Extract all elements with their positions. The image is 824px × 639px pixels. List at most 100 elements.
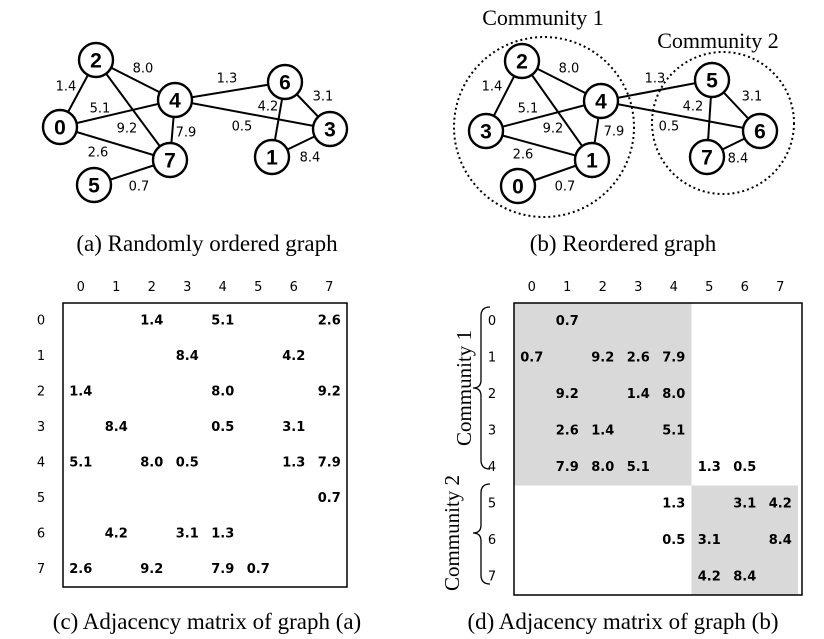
graph-a-node-label-0: 0	[54, 117, 66, 140]
matrix-b-shaded-block-2	[691, 485, 798, 595]
graph-b-node-label-6: 6	[754, 121, 766, 144]
matrix-b-cell-6-7: 8.4	[769, 533, 792, 548]
matrix-a-border	[62, 302, 348, 588]
matrix-b-cell-5-6: 3.1	[733, 496, 756, 511]
matrix-b-row-label-3: 3	[488, 423, 496, 438]
caption-graph-b: (b) Reordered graph	[530, 231, 717, 256]
matrix-a-row-label-6: 6	[37, 526, 45, 541]
matrix-a-col-label-5: 5	[254, 280, 262, 295]
matrix-a-cell-6-3: 3.1	[176, 526, 199, 541]
graph-b-edge-weight-4-5: 1.3	[645, 72, 666, 87]
matrix-a-cell-3-4: 0.5	[211, 420, 234, 435]
graph-a-edge-weight-5-7: 0.7	[129, 180, 150, 195]
community-1-label: Community 1	[482, 5, 604, 30]
matrix-a-cell-2-7: 9.2	[318, 384, 341, 399]
graph-b-edge-4-5	[600, 79, 713, 102]
community-2-brace	[472, 483, 491, 585]
graph-a-edge-4-6	[174, 81, 286, 101]
matrix-b-cell-0-1: 0.7	[556, 314, 579, 329]
matrix-a-row-label-0: 0	[37, 313, 45, 328]
matrix-b-row-label-6: 6	[488, 533, 496, 548]
matrix-a-col-label-1: 1	[112, 280, 120, 295]
graph-b-edge-3-4	[485, 100, 602, 132]
graph-a-edge-weight-6-3: 3.1	[313, 90, 334, 105]
community-1-brace	[472, 306, 491, 470]
matrix-a-cell-4-2: 8.0	[140, 455, 163, 470]
graph-a-node-label-3: 3	[324, 119, 336, 142]
graph-b-node-5	[693, 61, 731, 99]
graph-a-edge-weight-0-2: 1.4	[56, 80, 77, 95]
matrix-b-row-label-1: 1	[488, 350, 496, 365]
graph-a-node-label-7: 7	[164, 150, 176, 173]
graph-a-edge-0-7	[59, 126, 171, 161]
matrix-b-community-2-label: Community 2	[440, 475, 464, 591]
matrix-a-cell-4-6: 1.3	[282, 455, 305, 470]
matrix-b-cell-2-4: 8.0	[662, 387, 685, 402]
graph-a-edge-weight-2-7: 9.2	[117, 122, 138, 137]
matrix-a-col-label-6: 6	[290, 280, 298, 295]
matrix-a-cell-3-1: 8.4	[105, 420, 128, 435]
matrix-b-cell-2-3: 1.4	[627, 387, 650, 402]
graph-b-edge-weight-4-6: 0.5	[659, 120, 680, 135]
graph-b-node-2	[503, 42, 541, 80]
graph-b-node-label-7: 7	[701, 147, 713, 170]
matrix-b-row-label-2: 2	[488, 387, 496, 402]
matrix-a-col-label-7: 7	[325, 280, 333, 295]
matrix-b-cell-1-0: 0.7	[520, 350, 543, 365]
matrix-b-col-label-1: 1	[563, 280, 571, 295]
graph-a-edge-weight-2-4: 8.0	[133, 62, 154, 77]
matrix-b-cell-4-3: 5.1	[627, 460, 650, 475]
matrix-b-cell-3-4: 5.1	[662, 423, 685, 438]
matrix-a-row-label-7: 7	[37, 562, 45, 577]
graph-b-node-7	[688, 138, 726, 176]
graph-a-node-label-5: 5	[88, 175, 100, 198]
matrix-a-cell-2-4: 8.0	[211, 384, 234, 399]
graph-a-edge-weight-4-6: 1.3	[217, 72, 238, 87]
graph-a-node-7	[151, 141, 189, 179]
graph-a-node-label-6: 6	[279, 72, 291, 95]
graph-b-node-label-3: 3	[480, 121, 492, 144]
matrix-a-row-label-5: 5	[37, 491, 45, 506]
matrix-a-cell-1-3: 8.4	[176, 349, 199, 364]
graph-b-node-label-1: 1	[586, 150, 598, 173]
graph-a-edge-2-7	[95, 59, 171, 161]
matrix-a-cell-4-0: 5.1	[69, 455, 92, 470]
graph-a-node-6	[266, 63, 304, 101]
matrix-b-col-label-2: 2	[599, 280, 607, 295]
matrix-b-row-label-0: 0	[488, 314, 496, 329]
matrix-b-cell-3-2: 1.4	[591, 423, 614, 438]
graph-b-node-3	[467, 112, 505, 150]
graph-b-edge-weight-5-6: 3.1	[742, 90, 763, 105]
matrix-a-cell-0-4: 5.1	[211, 313, 234, 328]
graph-a-node-1	[253, 138, 291, 176]
matrix-b-cell-5-4: 1.3	[662, 496, 685, 511]
matrix-a-cell-6-4: 1.3	[211, 526, 234, 541]
graph-a-edge-0-4	[59, 99, 176, 128]
matrix-a-row-label-3: 3	[37, 420, 45, 435]
caption-graph-a: (a) Randomly ordered graph	[76, 231, 338, 256]
matrix-b-cell-7-5: 4.2	[698, 569, 721, 584]
graph-a-node-5	[75, 166, 113, 204]
matrix-b-cell-4-1: 7.9	[556, 460, 579, 475]
matrix-a-cell-0-2: 1.4	[140, 313, 163, 328]
matrix-b-cell-4-5: 1.3	[698, 460, 721, 475]
matrix-b-cell-4-6: 0.5	[733, 460, 756, 475]
graph-b-edge-4-6	[600, 100, 761, 132]
matrix-a-cell-7-5: 0.7	[247, 562, 270, 577]
matrix-b-cell-6-5: 3.1	[698, 533, 721, 548]
graph-b-edge-weight-7-6: 8.4	[728, 152, 749, 167]
graph-b-edge-weight-2-1: 9.2	[543, 122, 564, 137]
matrix-a-cell-1-6: 4.2	[282, 349, 305, 364]
graph-b-edge-weight-3-4: 5.1	[518, 102, 539, 117]
matrix-b-cell-1-3: 2.6	[627, 350, 650, 365]
matrix-b-cell-1-2: 9.2	[591, 350, 614, 365]
graph-b-node-label-5: 5	[706, 70, 718, 93]
matrix-b-cell-1-4: 7.9	[662, 350, 685, 365]
matrix-b-cell-3-1: 2.6	[556, 423, 579, 438]
matrix-a-cell-7-2: 9.2	[140, 562, 163, 577]
community-2-label: Community 2	[657, 28, 779, 53]
matrix-b-col-label-0: 0	[528, 280, 536, 295]
graph-a-edge-weight-0-7: 2.6	[88, 146, 109, 161]
